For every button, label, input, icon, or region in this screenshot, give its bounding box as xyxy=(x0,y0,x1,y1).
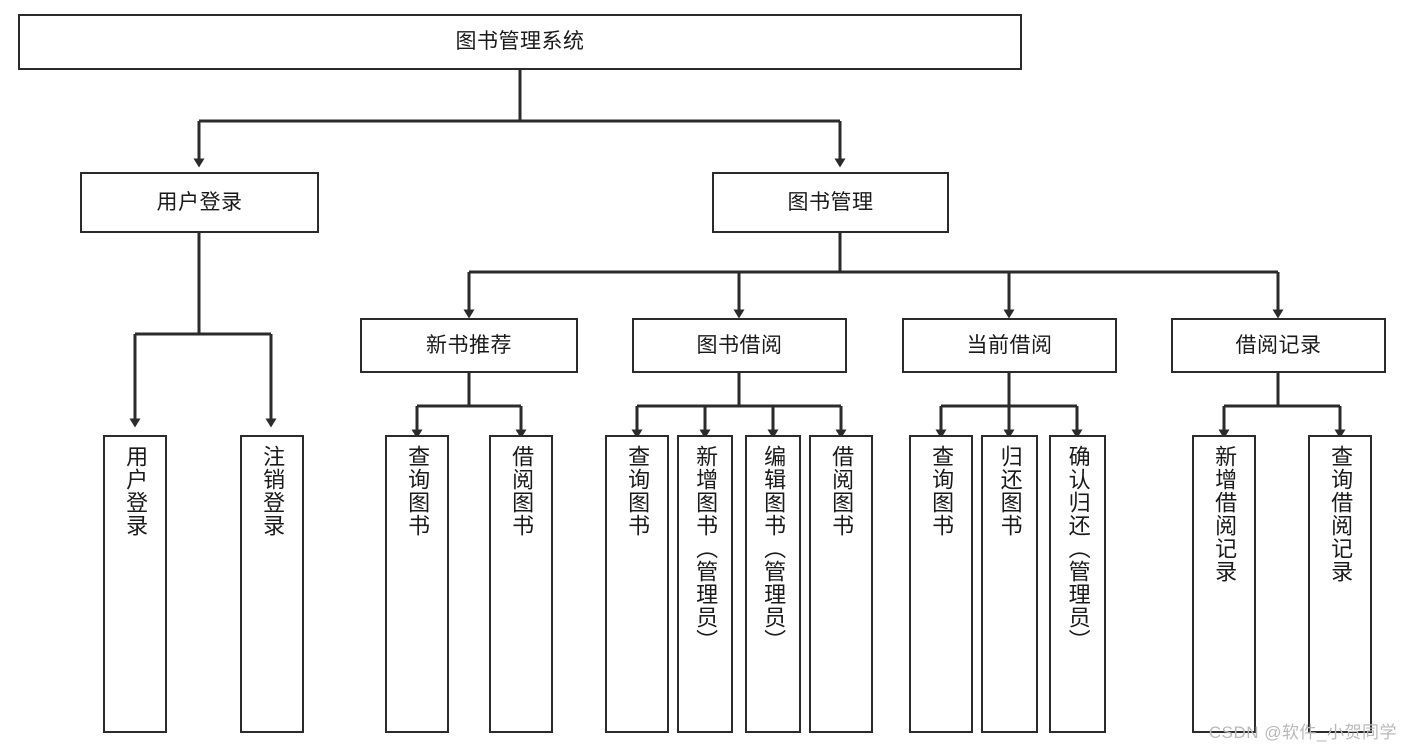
leaf-confirm-return[interactable]: 确认归还（管理员） xyxy=(1049,435,1106,733)
node-current-borrow[interactable]: 当前借阅 xyxy=(902,318,1117,373)
node-book-borrow[interactable]: 图书借阅 xyxy=(632,318,847,373)
leaf-user-login-label: 用户登录 xyxy=(123,445,149,537)
leaf-borrow-book-1[interactable]: 借阅图书 xyxy=(489,435,553,733)
leaf-query-book-2-label: 查询图书 xyxy=(625,445,651,537)
leaf-user-logout[interactable]: 注销登录 xyxy=(240,435,304,733)
node-new-book-rec[interactable]: 新书推荐 xyxy=(360,318,578,373)
leaf-query-book-3-label: 查询图书 xyxy=(929,445,955,537)
node-new-book-rec-label: 新书推荐 xyxy=(426,333,512,357)
leaf-query-record-label: 查询借阅记录 xyxy=(1328,445,1354,583)
leaf-edit-book-label: 编辑图书（管理员） xyxy=(761,445,787,652)
leaf-return-book[interactable]: 归还图书 xyxy=(981,435,1038,733)
node-current-borrow-label: 当前借阅 xyxy=(966,333,1053,357)
node-root-label: 图书管理系统 xyxy=(455,30,585,54)
leaf-query-book-1-label: 查询图书 xyxy=(405,445,431,537)
leaf-add-book-label: 新增图书（管理员） xyxy=(693,445,719,652)
node-book-manage[interactable]: 图书管理 xyxy=(712,172,949,233)
leaf-user-login[interactable]: 用户登录 xyxy=(103,435,167,733)
leaf-borrow-book-1-label: 借阅图书 xyxy=(509,445,535,537)
leaf-edit-book[interactable]: 编辑图书（管理员） xyxy=(745,435,801,733)
node-root[interactable]: 图书管理系统 xyxy=(18,14,1022,70)
node-book-manage-label: 图书管理 xyxy=(787,190,874,214)
leaf-borrow-book-2-label: 借阅图书 xyxy=(829,445,855,537)
node-borrow-record[interactable]: 借阅记录 xyxy=(1171,318,1386,373)
leaf-borrow-book-2[interactable]: 借阅图书 xyxy=(809,435,873,733)
leaf-add-record-label: 新增借阅记录 xyxy=(1212,445,1238,583)
leaf-query-book-2[interactable]: 查询图书 xyxy=(605,435,669,733)
leaf-query-book-1[interactable]: 查询图书 xyxy=(385,435,449,733)
leaf-add-book[interactable]: 新增图书（管理员） xyxy=(677,435,733,733)
leaf-add-record[interactable]: 新增借阅记录 xyxy=(1192,435,1256,733)
node-user-login-label: 用户登录 xyxy=(156,190,243,214)
leaf-user-logout-label: 注销登录 xyxy=(260,445,286,537)
node-borrow-record-label: 借阅记录 xyxy=(1235,333,1322,357)
node-user-login[interactable]: 用户登录 xyxy=(80,172,319,233)
node-book-borrow-label: 图书借阅 xyxy=(696,333,783,357)
leaf-confirm-return-label: 确认归还（管理员） xyxy=(1065,445,1091,652)
leaf-return-book-label: 归还图书 xyxy=(997,445,1023,537)
leaf-query-record[interactable]: 查询借阅记录 xyxy=(1308,435,1372,733)
leaf-query-book-3[interactable]: 查询图书 xyxy=(909,435,973,733)
